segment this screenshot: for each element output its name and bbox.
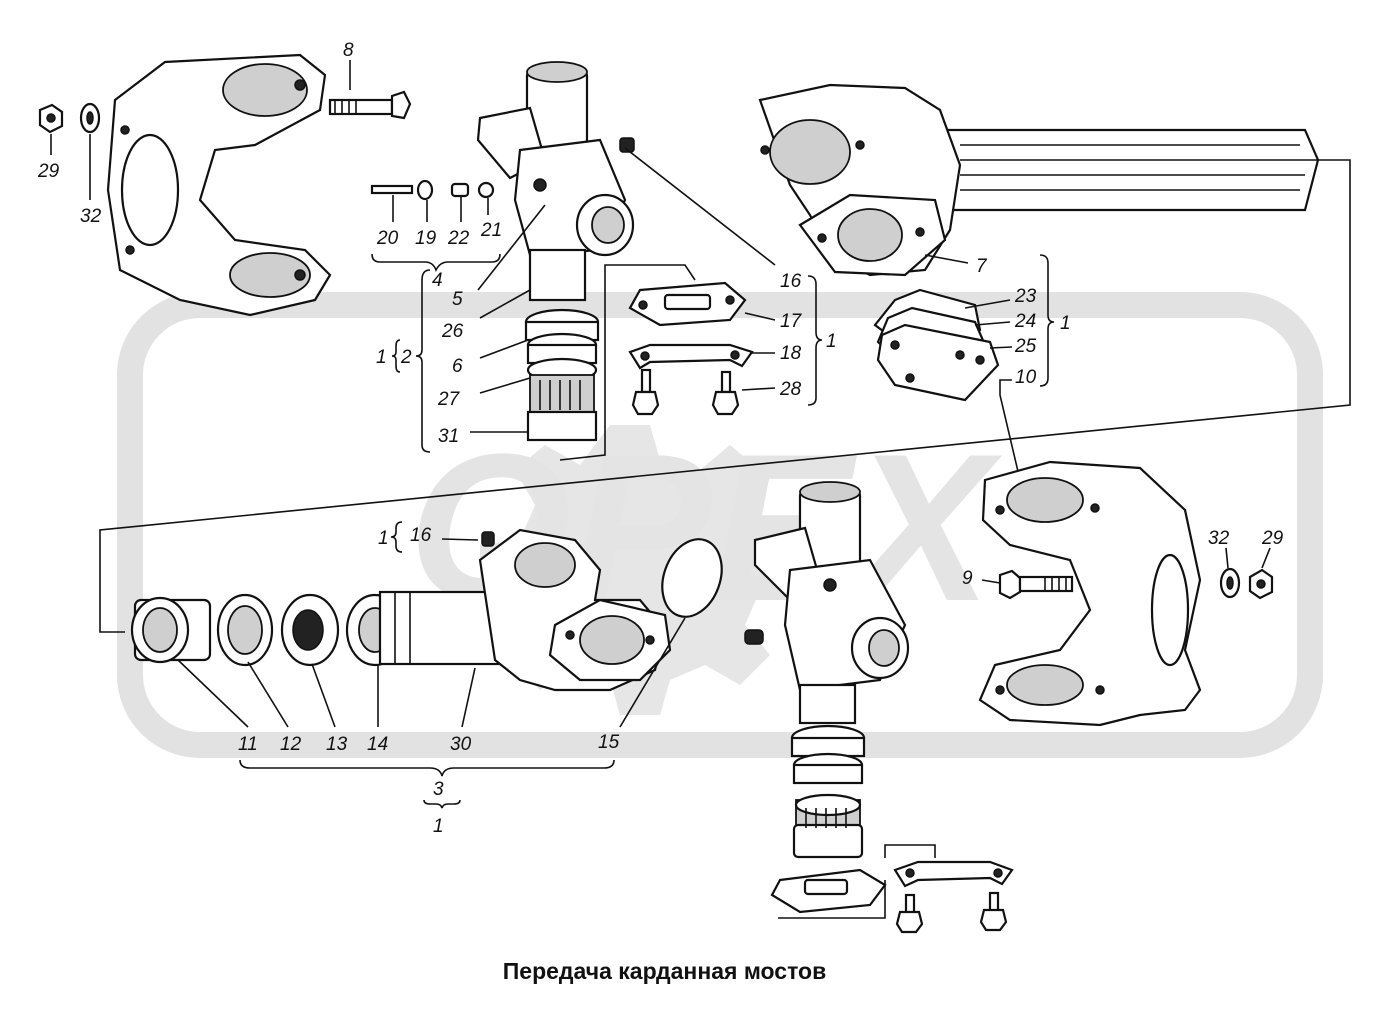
grease-fitting-set xyxy=(370,179,495,201)
lock-plate-17 xyxy=(628,281,747,327)
callout-26: 26 xyxy=(441,321,464,342)
flange-yoke-upper-left xyxy=(106,53,332,317)
callout-15: 15 xyxy=(598,732,620,753)
grease-nipple-16-upper xyxy=(619,137,635,153)
callout-20: 20 xyxy=(376,228,399,249)
callout-16: 16 xyxy=(780,271,802,292)
callout-23: 23 xyxy=(1014,286,1037,307)
callout-4: 4 xyxy=(432,270,443,291)
callout-30: 30 xyxy=(450,734,472,755)
callout-32-lower: 32 xyxy=(1208,528,1230,549)
bearing-cup-stack-upper xyxy=(524,308,600,442)
callout-18: 18 xyxy=(780,343,802,364)
callout-5: 5 xyxy=(452,289,463,310)
sleeve-11 xyxy=(130,596,212,664)
callout-28: 28 xyxy=(779,379,802,400)
bolt-9 xyxy=(998,569,1074,600)
callout-17: 17 xyxy=(780,311,803,332)
bolts-lower xyxy=(895,891,1008,934)
bearing-cup-stack-lower xyxy=(790,724,866,859)
callout-1: 1 xyxy=(376,347,387,368)
callout-29: 29 xyxy=(37,161,60,182)
cover-plates-23-25 xyxy=(873,288,1000,402)
callout-12: 12 xyxy=(280,734,302,755)
callout-25: 25 xyxy=(1014,336,1037,357)
callout-32: 32 xyxy=(80,206,102,227)
callout-10: 10 xyxy=(1015,367,1037,388)
grease-nipple-16-lower xyxy=(481,531,495,547)
callout-8: 8 xyxy=(343,40,354,61)
callout-31: 31 xyxy=(438,426,459,447)
callout-22: 22 xyxy=(447,228,470,249)
callout-1-bottom: 1 xyxy=(433,816,444,837)
callout-7: 7 xyxy=(976,256,988,277)
callout-2: 2 xyxy=(400,347,412,368)
plug-15 xyxy=(661,538,723,618)
splined-shaft-yoke xyxy=(758,83,1320,277)
callout-16-lower: 16 xyxy=(410,525,432,546)
callout-11: 11 xyxy=(238,734,258,755)
nut-29-upper xyxy=(38,103,64,134)
flange-yoke-lower-right xyxy=(978,460,1202,727)
diagram-caption: Передача карданная мостов xyxy=(502,958,827,984)
callout-29-lower: 29 xyxy=(1261,528,1284,549)
callout-6: 6 xyxy=(452,356,463,377)
callout-21: 21 xyxy=(480,220,502,241)
callout-9: 9 xyxy=(962,568,973,589)
slip-yoke-30 xyxy=(378,528,672,692)
seal-ring-12 xyxy=(216,593,274,667)
callout-1-upper-right: 1 xyxy=(1060,313,1071,334)
nut-29-lower xyxy=(1248,568,1274,600)
callout-24: 24 xyxy=(1014,311,1036,332)
lock-strap-18 xyxy=(628,343,754,370)
bolt-8 xyxy=(328,90,412,120)
callout-1-lower: 1 xyxy=(378,528,389,549)
callout-14: 14 xyxy=(367,734,388,755)
washer-32-upper xyxy=(79,102,101,134)
lock-strap-lower xyxy=(893,860,1014,888)
callout-27: 27 xyxy=(437,389,461,410)
spider-cross-lower xyxy=(753,481,910,725)
seal-13 xyxy=(280,593,340,667)
callout-3: 3 xyxy=(433,779,444,800)
grease-nipple-lower-spider xyxy=(744,629,764,645)
callout-13: 13 xyxy=(326,734,348,755)
bolts-28-upper xyxy=(631,368,740,416)
lock-plate-lower xyxy=(770,868,887,914)
callout-1-right-group: 1 xyxy=(826,331,837,352)
callout-19: 19 xyxy=(415,228,437,249)
spider-cross-upper xyxy=(476,61,635,302)
washer-32-lower xyxy=(1219,567,1241,599)
